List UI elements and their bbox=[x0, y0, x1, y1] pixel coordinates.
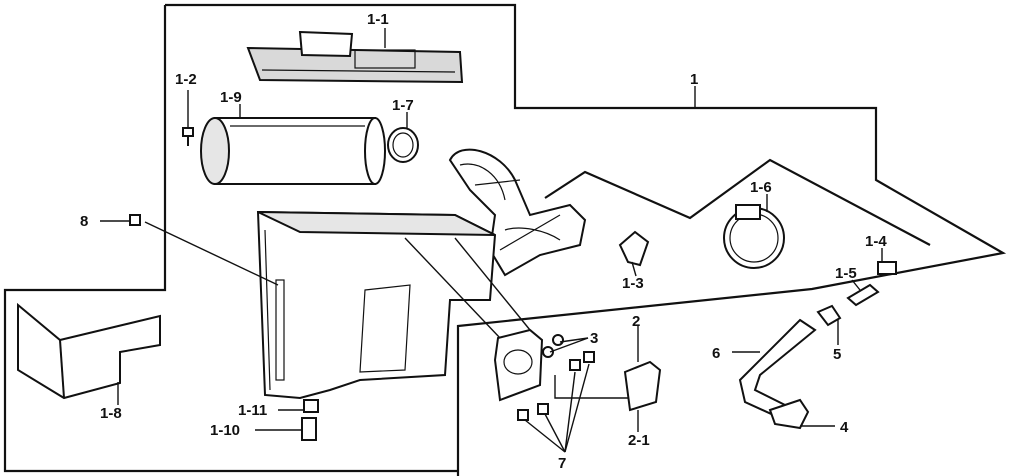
subgroup-boundary bbox=[544, 158, 931, 246]
part-6-hose bbox=[738, 318, 817, 420]
part-1-10-drain bbox=[301, 399, 319, 441]
label-1-11: 1-11 bbox=[238, 402, 267, 419]
label-1-2: 1-2 bbox=[175, 71, 197, 88]
assembly-1-boundary bbox=[165, 3, 1007, 476]
label-2: 2 bbox=[632, 313, 640, 330]
part-1-air-box bbox=[256, 210, 497, 400]
part-7-bolts bbox=[517, 351, 595, 421]
part-4-clamp bbox=[768, 398, 810, 430]
label-5: 5 bbox=[833, 346, 841, 363]
part-1-7-clamp bbox=[387, 127, 419, 163]
label-8: 8 bbox=[80, 213, 88, 230]
label-7: 7 bbox=[558, 455, 566, 472]
part-1-2-screw bbox=[182, 127, 194, 146]
part-1-8-sheet bbox=[17, 302, 161, 400]
part-1-1-lid bbox=[246, 30, 464, 84]
label-1-7: 1-7 bbox=[392, 97, 414, 114]
label-1-3: 1-3 bbox=[622, 275, 644, 292]
label-1-8: 1-8 bbox=[100, 405, 122, 422]
part-2-1-cover bbox=[623, 360, 662, 412]
part-1-5-clip bbox=[846, 283, 880, 307]
leader-lines bbox=[100, 28, 883, 453]
label-1-10: 1-10 bbox=[210, 422, 240, 439]
label-1-9: 1-9 bbox=[220, 89, 242, 106]
detail-1-8-boundary bbox=[3, 5, 458, 473]
label-2-1: 2-1 bbox=[628, 432, 650, 449]
part-1-3-clip bbox=[618, 230, 650, 267]
part-1-9-filter bbox=[200, 117, 386, 185]
label-6: 6 bbox=[712, 345, 720, 362]
label-4: 4 bbox=[840, 419, 849, 436]
part-5-clip bbox=[816, 304, 842, 327]
label-3: 3 bbox=[590, 330, 598, 347]
part-8-grommet bbox=[129, 214, 141, 226]
label-1-5: 1-5 bbox=[835, 265, 857, 282]
intake-duct bbox=[448, 148, 587, 277]
part-2-bracket bbox=[493, 328, 544, 402]
part-1-6-band-clamp bbox=[723, 204, 785, 269]
label-1-1: 1-1 bbox=[367, 11, 389, 28]
label-1-6: 1-6 bbox=[750, 179, 772, 196]
part-1-4-clip bbox=[877, 261, 897, 275]
label-1-4: 1-4 bbox=[865, 233, 887, 250]
part-3-bolts bbox=[542, 334, 564, 358]
label-1: 1 bbox=[690, 71, 698, 88]
